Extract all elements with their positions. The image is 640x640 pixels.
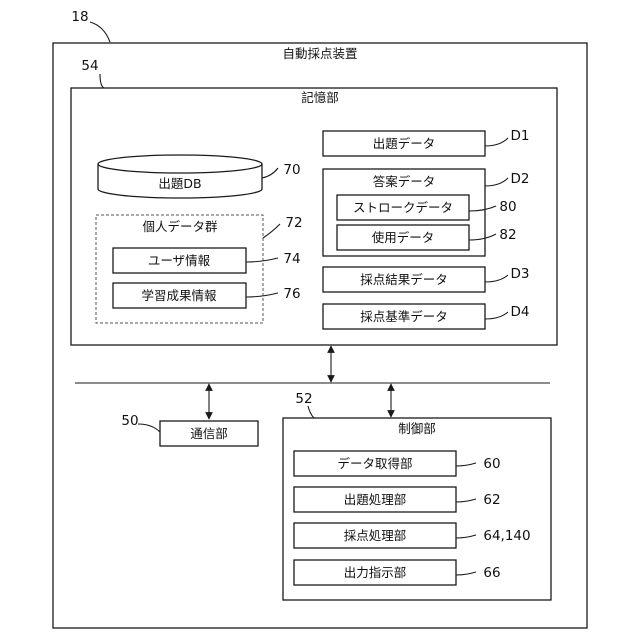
storage-ref: 54 — [81, 58, 98, 74]
personal-data-group-ref: 72 — [285, 215, 302, 231]
data-acquisition-label: データ取得部 — [337, 456, 412, 471]
control-unit: 制御部 52 データ取得部 60 出題処理部 62 採点処理部 64,140 出… — [283, 391, 551, 600]
output-instruction-ref: 66 — [483, 565, 500, 581]
device-title: 自動採点装置 — [282, 46, 357, 61]
user-info-label: ユーザ情報 — [148, 253, 211, 268]
question-data-ref: D1 — [511, 128, 530, 144]
personal-data-group-label: 個人データ群 — [142, 219, 218, 234]
communication-label: 通信部 — [190, 426, 228, 441]
user-info-ref: 74 — [283, 251, 300, 267]
stroke-data-label: ストロークデータ — [353, 200, 453, 215]
question-db-label: 出題DB — [158, 176, 201, 191]
stroke-data-ref: 80 — [499, 199, 516, 215]
communication-ref: 50 — [121, 413, 138, 429]
data-acquisition-ref: 60 — [483, 456, 500, 472]
output-instruction-label: 出力指示部 — [344, 565, 407, 580]
usage-data-ref: 82 — [499, 227, 516, 243]
scoring-processing-ref: 64,140 — [483, 528, 530, 544]
storage-title: 記憶部 — [301, 90, 339, 105]
device-ref: 18 — [71, 9, 88, 25]
score-result-data-ref: D3 — [511, 266, 530, 282]
score-criteria-data-ref: D4 — [511, 304, 530, 320]
question-processing-label: 出題処理部 — [344, 492, 407, 507]
question-db-ref: 70 — [283, 162, 300, 178]
storage-unit: 記憶部 54 出題DB 70 個人データ群 72 ユーザ情報 74 学習成果情報… — [71, 58, 557, 345]
scoring-processing-label: 採点処理部 — [344, 528, 407, 543]
answer-data-ref: D2 — [511, 171, 530, 187]
answer-data-label: 答案データ — [373, 174, 436, 189]
score-result-data-label: 採点結果データ — [360, 272, 448, 287]
score-criteria-data-label: 採点基準データ — [360, 309, 448, 324]
usage-data-label: 使用データ — [372, 230, 435, 245]
control-ref: 52 — [295, 391, 312, 407]
question-data-label: 出題データ — [373, 136, 436, 151]
learning-info-ref: 76 — [283, 286, 300, 302]
learning-info-label: 学習成果情報 — [141, 288, 217, 303]
control-title: 制御部 — [398, 421, 436, 436]
question-processing-ref: 62 — [483, 492, 500, 508]
device-leader — [90, 22, 110, 42]
